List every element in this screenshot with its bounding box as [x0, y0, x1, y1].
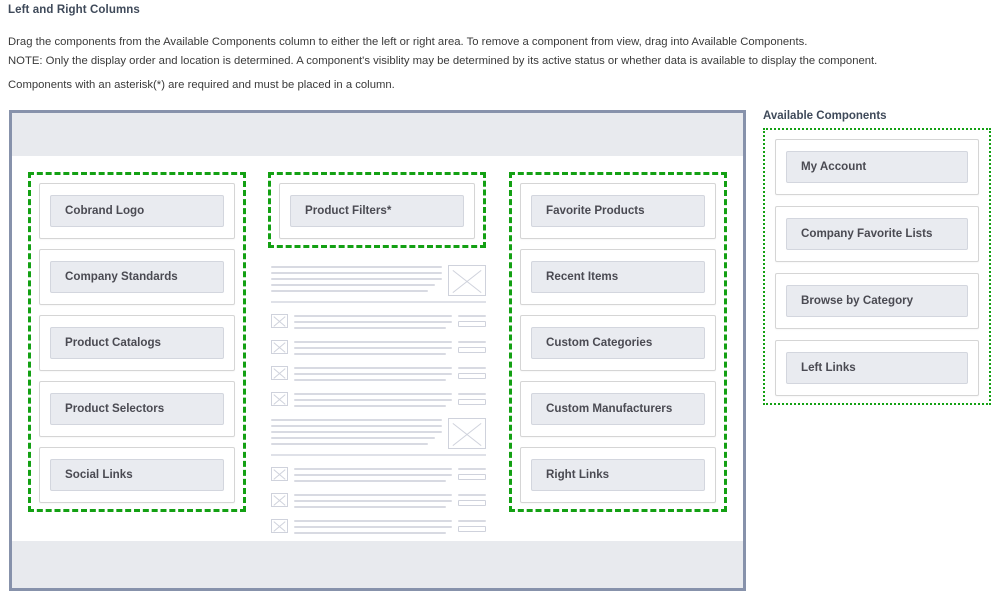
wireframe-heading-lines	[271, 418, 442, 449]
image-placeholder-icon	[271, 314, 288, 328]
component-tile[interactable]: Product Filters*	[279, 183, 475, 239]
component-tile[interactable]: Favorite Products	[520, 183, 716, 239]
component-tile[interactable]: Right Links	[520, 447, 716, 503]
wireframe-button	[458, 526, 486, 532]
component-label: Product Filters*	[290, 195, 464, 227]
wireframe-button	[458, 399, 486, 405]
component-tile[interactable]: Company Standards	[39, 249, 235, 305]
middle-drop-zone[interactable]: Product Filters*	[268, 172, 486, 248]
instructions-line-2: NOTE: Only the display order and locatio…	[8, 55, 878, 67]
canvas-header-band	[12, 113, 743, 156]
wireframe-heading	[271, 418, 486, 449]
wireframe-row	[271, 467, 486, 486]
component-label: Social Links	[50, 459, 224, 491]
image-placeholder-icon	[271, 467, 288, 481]
image-placeholder-icon	[271, 340, 288, 354]
component-tile[interactable]: Social Links	[39, 447, 235, 503]
component-label: Browse by Category	[786, 285, 968, 317]
component-label: Company Standards	[50, 261, 224, 293]
wireframe-button	[458, 474, 486, 480]
component-tile[interactable]: Product Selectors	[39, 381, 235, 437]
instructions-line-1: Drag the components from the Available C…	[8, 36, 808, 48]
component-label: Custom Categories	[531, 327, 705, 359]
component-label: Product Selectors	[50, 393, 224, 425]
component-tile[interactable]: Custom Manufacturers	[520, 381, 716, 437]
wireframe-heading	[271, 265, 486, 296]
image-placeholder-icon	[448, 418, 486, 449]
component-tile[interactable]: Product Catalogs	[39, 315, 235, 371]
wireframe-row	[271, 314, 486, 333]
wireframe-row	[271, 519, 486, 538]
right-drop-zone[interactable]: Favorite Products Recent Items Custom Ca…	[509, 172, 727, 512]
component-label: Left Links	[786, 352, 968, 384]
image-placeholder-icon	[271, 519, 288, 533]
component-label: Right Links	[531, 459, 705, 491]
canvas-footer-band	[12, 541, 743, 588]
wireframe-block	[271, 418, 486, 456]
required-note: Components with an asterisk(*) are requi…	[8, 79, 395, 91]
wireframe-rows	[271, 314, 486, 411]
component-tile[interactable]: Recent Items	[520, 249, 716, 305]
wireframe-block	[271, 265, 486, 303]
component-tile[interactable]: Company Favorite Lists	[775, 206, 979, 262]
page-title: Left and Right Columns	[8, 4, 140, 16]
instructions-text: Drag the components from the Available C…	[8, 33, 908, 71]
wireframe-divider	[271, 454, 486, 456]
wireframe-row	[271, 340, 486, 359]
component-tile[interactable]: Left Links	[775, 340, 979, 396]
available-components-title: Available Components	[763, 110, 887, 122]
wireframe-divider	[271, 301, 486, 303]
wireframe-button	[458, 373, 486, 379]
layout-preview-canvas: Cobrand Logo Company Standards Product C…	[9, 110, 746, 591]
left-drop-zone[interactable]: Cobrand Logo Company Standards Product C…	[28, 172, 246, 512]
wireframe-button	[458, 500, 486, 506]
component-tile[interactable]: Browse by Category	[775, 273, 979, 329]
wireframe-row	[271, 493, 486, 512]
wireframe-rows	[271, 467, 486, 540]
component-label: Recent Items	[531, 261, 705, 293]
wireframe-heading-lines	[271, 265, 442, 296]
content-preview-wireframe	[271, 265, 486, 540]
component-label: My Account	[786, 151, 968, 183]
available-components-drop-zone[interactable]: My Account Company Favorite Lists Browse…	[763, 128, 991, 405]
component-label: Favorite Products	[531, 195, 705, 227]
wireframe-button	[458, 347, 486, 353]
image-placeholder-icon	[271, 366, 288, 380]
component-label: Cobrand Logo	[50, 195, 224, 227]
component-tile[interactable]: My Account	[775, 139, 979, 195]
image-placeholder-icon	[271, 493, 288, 507]
component-label: Custom Manufacturers	[531, 393, 705, 425]
component-tile[interactable]: Cobrand Logo	[39, 183, 235, 239]
wireframe-button	[458, 321, 486, 327]
image-placeholder-icon	[448, 265, 486, 296]
wireframe-row	[271, 366, 486, 385]
wireframe-row	[271, 392, 486, 411]
image-placeholder-icon	[271, 392, 288, 406]
component-label: Company Favorite Lists	[786, 218, 968, 250]
component-tile[interactable]: Custom Categories	[520, 315, 716, 371]
component-label: Product Catalogs	[50, 327, 224, 359]
